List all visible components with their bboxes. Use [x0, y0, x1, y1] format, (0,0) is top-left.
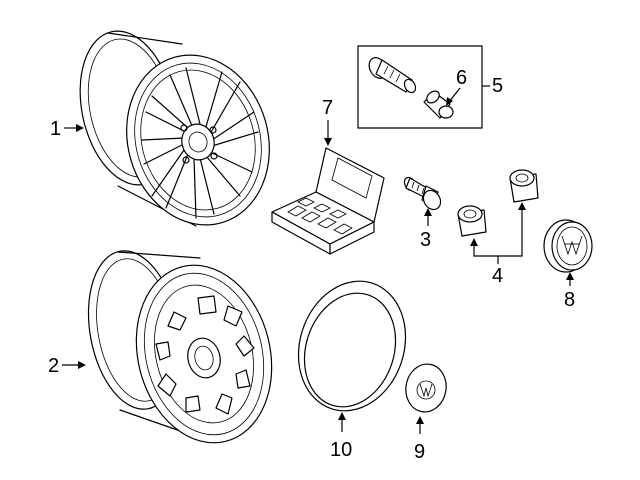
- alloy-wheel: [79, 30, 270, 227]
- lock-key-socket: [423, 90, 454, 119]
- callout-10: 10: [330, 439, 352, 461]
- lug-bolt: [403, 176, 442, 211]
- callout-4: 4: [492, 265, 503, 287]
- callout-5: 5: [492, 75, 503, 97]
- center-cap: [543, 219, 593, 273]
- callout-7: 7: [322, 97, 333, 119]
- alloy-wheel-spokes: [141, 67, 259, 219]
- callout-2: 2: [48, 355, 59, 377]
- callout-8: 8: [564, 289, 575, 311]
- steel-wheel: [87, 250, 273, 444]
- bolt-tool-case: [271, 147, 385, 255]
- trim-ring: [297, 280, 407, 412]
- callout-6: 6: [456, 67, 467, 89]
- wheel-lock-bolt: [368, 57, 417, 94]
- callout-9: 9: [414, 441, 425, 463]
- wheel-nut-right: [509, 169, 539, 203]
- callout-1: 1: [50, 118, 61, 140]
- steel-wheel-slots: [155, 295, 255, 415]
- lock-bolt-set-box: [357, 45, 483, 129]
- callout-3: 3: [420, 229, 431, 251]
- emblem-cap: [405, 363, 447, 413]
- wheel-nut-left: [457, 205, 487, 237]
